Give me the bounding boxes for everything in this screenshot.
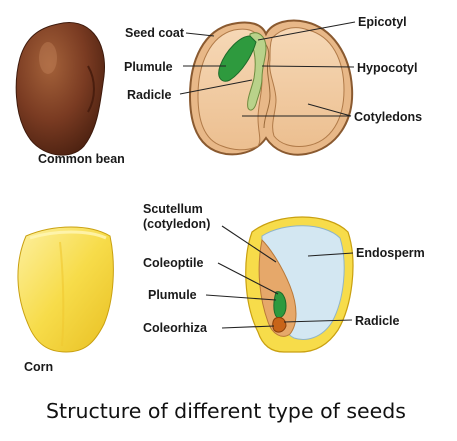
right-cotyledon	[269, 27, 345, 147]
seed-coat-label: Seed coat	[125, 26, 185, 40]
corn-cross-section	[245, 216, 354, 353]
endosperm-label: Endosperm	[356, 246, 425, 260]
corn-radicle-label: Radicle	[355, 314, 400, 328]
corn-plumule	[273, 291, 287, 319]
figure-caption: Structure of different type of seeds	[46, 399, 406, 423]
coleorhiza-label: Coleorhiza	[143, 321, 208, 335]
common-bean-label: Common bean	[38, 152, 125, 166]
corn-label: Corn	[24, 360, 53, 374]
corn-plumule-label: Plumule	[148, 288, 197, 302]
bean-plumule-label: Plumule	[124, 60, 173, 74]
common-bean-whole	[15, 22, 105, 156]
epicotyl-label: Epicotyl	[358, 15, 407, 29]
plumule-leaf	[218, 35, 257, 82]
scutellum-label-line2: (cotyledon)	[143, 217, 210, 231]
bean-cross-section	[188, 19, 354, 156]
corn-kernel-whole	[17, 226, 114, 353]
corn-radicle	[272, 317, 287, 333]
cotyledons-label: Cotyledons	[354, 110, 422, 124]
hypocotyl-label: Hypocotyl	[357, 61, 417, 75]
scutellum-label-line1: Scutellum	[143, 202, 203, 216]
bean-radicle-label: Radicle	[127, 88, 172, 102]
coleoptile-label: Coleoptile	[143, 256, 203, 270]
scutellum	[258, 238, 297, 337]
embryo-axis	[247, 32, 267, 111]
